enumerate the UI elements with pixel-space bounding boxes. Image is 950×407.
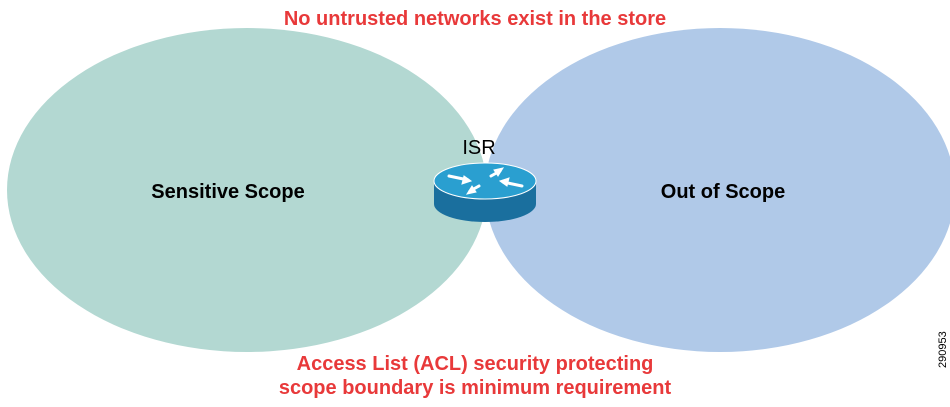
out-of-scope-ellipse	[485, 28, 950, 352]
router-top	[433, 162, 537, 200]
diagram-title: No untrusted networks exist in the store	[283, 8, 667, 30]
out-of-scope-label: Out of Scope	[661, 181, 785, 203]
router-label: ISR	[462, 137, 495, 159]
caption-line-1: Access List (ACL) security protecting	[296, 353, 654, 375]
sensitive-scope-ellipse	[7, 28, 487, 352]
bottom-caption: Access List (ACL) security protecting sc…	[0, 352, 950, 400]
figure-number: 290953	[937, 331, 949, 368]
router-icon	[433, 162, 537, 222]
caption-line-2: scope boundary is minimum requirement	[278, 377, 672, 399]
sensitive-scope-label: Sensitive Scope	[151, 181, 304, 203]
